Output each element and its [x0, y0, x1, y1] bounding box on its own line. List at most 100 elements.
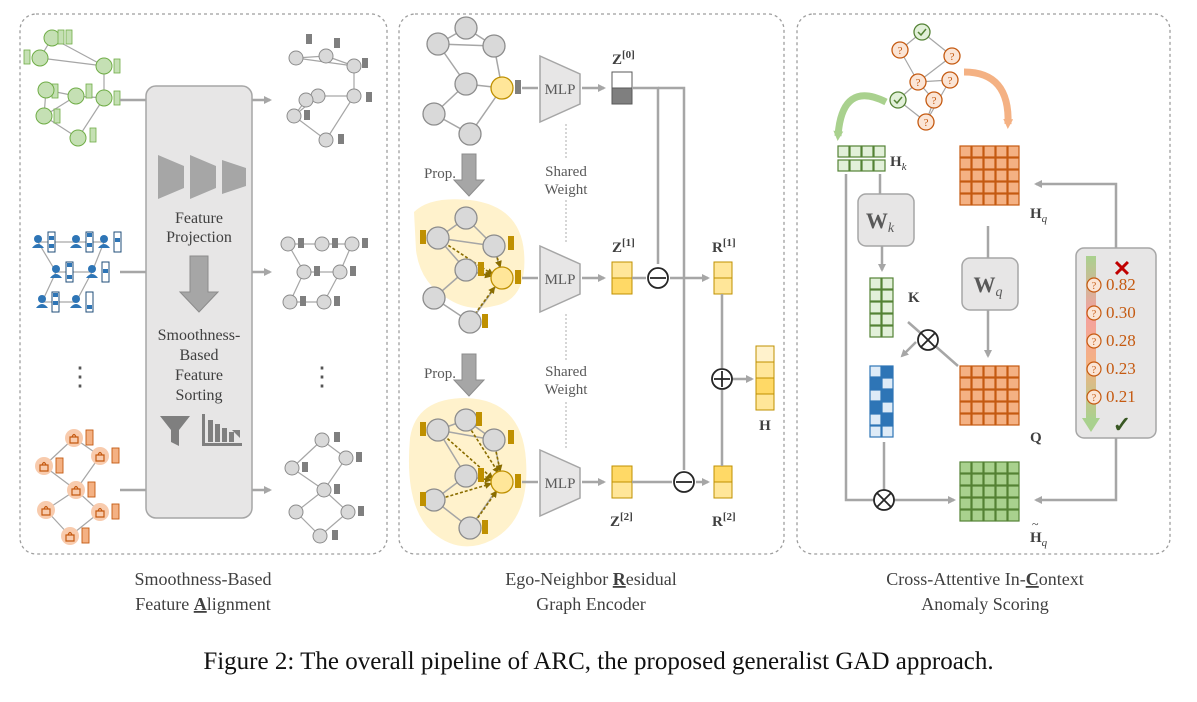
matrix-cell [959, 497, 972, 510]
r1-residual: R[1] [712, 237, 736, 295]
matrix-cell [971, 181, 984, 194]
scoring-caption-2: Anomaly Scoring [921, 594, 1049, 614]
panel-feature-alignment: ⋮ Feature [19, 13, 388, 614]
figure-caption: Figure 2: The overall pipeline of ARC, t… [203, 648, 994, 675]
score-item: ?0.82 [1086, 275, 1136, 294]
matrix-cell [1007, 157, 1020, 170]
question-mark: ? [1092, 393, 1097, 404]
matrix-cell [1007, 461, 1020, 474]
question-icon [1086, 361, 1102, 377]
matrix-cell [881, 301, 894, 314]
shared-weight-labels: Shared Weight Shared Weight [536, 124, 596, 448]
feature-projection-label-2: Projection [166, 229, 232, 246]
matrix-cell [995, 145, 1008, 158]
matrix-cell [959, 169, 972, 182]
svg-text:Shared: Shared [545, 164, 587, 180]
matrix-cell [971, 401, 984, 414]
matrix-cell [983, 145, 996, 158]
normal-check-icon: ✓ [1113, 412, 1131, 437]
alignment-caption-2: Feature Alignment [135, 594, 270, 614]
matrix-cell [1007, 169, 1020, 182]
matrix-cell [983, 193, 996, 206]
svg-text:Wq: Wq [974, 272, 1003, 300]
sorting-label-4: Sorting [175, 387, 222, 404]
svg-text:MLP: MLP [545, 272, 576, 288]
propagation-arrows: Prop. Prop. [424, 153, 486, 397]
matrix-cell [1007, 509, 1020, 522]
svg-text:Z[0]: Z[0] [612, 49, 635, 68]
mlp-block-1: MLP [539, 54, 581, 124]
attention-matrix [869, 365, 894, 438]
matrix-cell [869, 313, 882, 326]
matrix-cell [983, 497, 996, 510]
aligned-graph-1 [286, 34, 372, 148]
hq-matrix [959, 145, 1020, 206]
z2-embedding: Z[2] [610, 465, 633, 530]
question-icon [1086, 277, 1102, 293]
panel-residual-encoder: Prop. Prop. MLP MLP MLP Shared We [398, 13, 785, 614]
wq-weight: Wq [961, 226, 1019, 358]
svg-text:?: ? [950, 51, 955, 63]
k-label: K [908, 290, 920, 306]
wk-weight: Wk [857, 174, 915, 272]
mlp-block-3: MLP [539, 448, 581, 518]
matrix-cell [983, 181, 996, 194]
svg-text:Shared: Shared [545, 364, 587, 380]
ellipsis-left: ⋮ [67, 362, 93, 391]
z1-embedding: Z[1] [611, 237, 635, 295]
matrix-cell [1007, 473, 1020, 486]
svg-text:?: ? [948, 75, 953, 87]
svg-text:MLP: MLP [545, 82, 576, 98]
matrix-cell [959, 473, 972, 486]
matrix-cell [995, 473, 1008, 486]
matrix-cell [959, 377, 972, 390]
matrix-cell [959, 413, 972, 426]
matrix-cell [971, 169, 984, 182]
matrix-cell [995, 181, 1008, 194]
matrix-cell [869, 401, 882, 414]
matrix-cell [1007, 497, 1020, 510]
anomaly-score-list: ?0.82?0.30?0.28?0.23?0.21 [1086, 275, 1136, 406]
score-item: ?0.23 [1086, 359, 1136, 378]
matrix-cell [971, 509, 984, 522]
matrix-cell [959, 157, 972, 170]
svg-text:?: ? [898, 45, 903, 57]
score-item: ? 0.21 [1086, 387, 1136, 406]
score-feedback-lines [1034, 180, 1118, 504]
bar-chart-icon [202, 414, 242, 446]
filter-icon [160, 416, 190, 446]
question-icon [1086, 305, 1102, 321]
svg-text:?: ? [932, 95, 937, 107]
r2-residual: R[2] [712, 465, 736, 530]
matrix-cell [1007, 401, 1020, 414]
score-value: 0.21 [1106, 387, 1136, 406]
matrix-cell [1007, 365, 1020, 378]
svg-text:R[2]: R[2] [712, 511, 736, 530]
question-mark: ? [1092, 337, 1097, 348]
matrix-cell [959, 145, 972, 158]
svg-text:Weight: Weight [545, 182, 589, 198]
svg-text:Z[2]: Z[2] [610, 511, 633, 530]
svg-text:Wk: Wk [866, 208, 895, 236]
matrix-cell [1007, 193, 1020, 206]
residual-lines [632, 86, 710, 486]
ego-graph-3 [408, 398, 527, 547]
score-arrow-head [1082, 418, 1100, 432]
matrix-cell [869, 365, 882, 378]
q-matrix [959, 365, 1020, 426]
score-value: 0.23 [1106, 359, 1136, 378]
matrix-cell [1007, 413, 1020, 426]
aligned-graph-2 [280, 236, 368, 310]
matrix-cell [881, 289, 894, 302]
matrix-cell [995, 169, 1008, 182]
matrix-cell [971, 365, 984, 378]
matrix-cell [983, 509, 996, 522]
ego-graph-1 [422, 16, 521, 146]
input-graph-green-nodes [23, 29, 121, 147]
projection-icon [158, 155, 246, 199]
matrix-cell [1007, 485, 1020, 498]
htilde-label: Hq [1030, 530, 1048, 549]
sorting-label-2: Based [179, 347, 218, 364]
input-graph-blue-nodes [32, 231, 122, 313]
svg-text:?: ? [924, 117, 929, 129]
